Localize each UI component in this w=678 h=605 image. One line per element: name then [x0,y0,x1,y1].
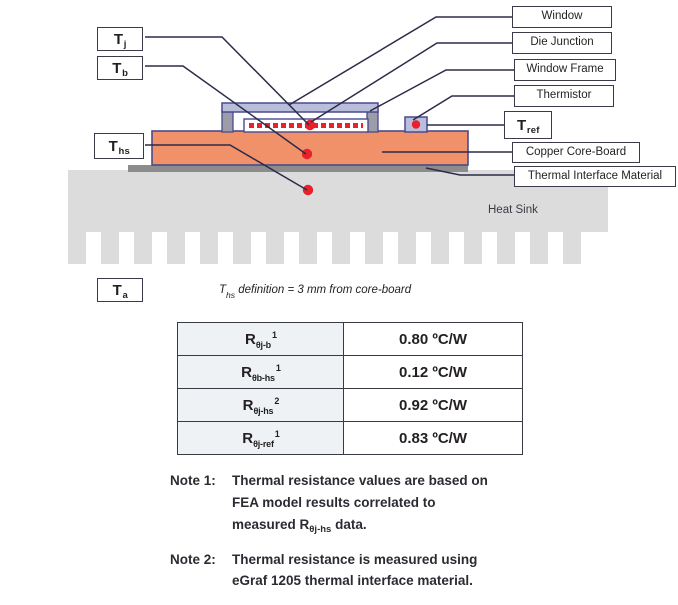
heat-sink-fins [68,232,581,264]
copper-core-board-layer [151,130,469,166]
note-1-line-3-sub: θj-hs [309,523,332,535]
callout-window-frame: Window Frame [514,59,616,81]
row1-superscript: 1 [275,362,281,373]
label-ta-sub: a [122,289,128,301]
leader-window [288,16,512,106]
leader-tb [145,65,307,155]
note-1-line-2: FEA model results correlated to [232,494,436,510]
callout-thermistor: Thermistor [514,85,614,107]
note-1: Note 1: Thermal resistance values are ba… [170,470,600,536]
callout-thermal-interface-material-label: Thermal Interface Material [527,169,663,182]
row0-subscript: θj-b [255,339,271,350]
row3-subscript: θj-ref [253,438,274,449]
probe-dot-heatsink [302,184,314,196]
row2-subscript: θj-hs [253,405,274,416]
caption-prefix: T [219,284,227,296]
row1-value: 0.12 ºC/W [399,363,467,381]
table-row: Rθj-b1 0.80 ºC/W [177,322,523,356]
label-ta: Ta [97,278,143,302]
table-row: Rθj-ref1 0.83 ºC/W [177,421,523,455]
caption-rest: definition = 3 mm from core-board [235,284,412,296]
note-2: Note 2: Thermal resistance is measured u… [170,549,600,593]
table-row: Rθb-hs1 0.12 ºC/W [177,355,523,389]
callout-thermistor-label: Thermistor [536,89,592,102]
table-cell-parameter: Rθb-hs1 [177,355,344,389]
table-cell-parameter: Rθj-hs2 [177,388,344,422]
note-1-tag: Note 1: [170,473,216,488]
leader-thermistor [412,95,514,121]
thermal-interface-material-layer [128,165,468,172]
note-2-body: Thermal resistance is measured using eGr… [232,549,477,593]
row0-symbol: R [245,330,256,348]
leader-die [310,42,512,123]
callout-leader-lines [288,16,514,176]
heat-sink-label-text: Heat Sink [488,204,538,216]
ths-definition-caption: Ths definition = 3 mm from core-board [219,284,412,301]
note-1-line-3: measured Rθj-hs data. [232,514,488,536]
leader-tj [145,36,310,126]
callout-die-junction: Die Junction [512,32,612,54]
label-ths-sub: hs [118,145,130,157]
leader-tim [425,167,514,176]
callout-copper-core-board: Copper Core-Board [512,142,640,163]
row3-value: 0.83 ºC/W [399,429,467,447]
leader-frame [369,69,514,112]
row2-superscript: 2 [274,395,280,406]
row1-symbol: R [241,363,252,381]
table-cell-parameter: Rθj-ref1 [177,421,344,455]
label-ths-text: Ths [108,137,130,157]
label-ta-text: Ta [112,281,128,301]
note-1-line-1: Thermal resistance values are based on [232,473,488,488]
note-1-body: Thermal resistance values are based on F… [232,470,488,536]
probe-dot-board [301,148,313,160]
callout-window-label: Window [541,10,583,23]
row3-symbol: R [242,429,254,447]
label-tref: Tref [504,111,552,139]
note-2-tag: Note 2: [170,551,216,567]
note-2-line-1: Thermal resistance is measured using [232,551,478,567]
row3-superscript: 1 [274,428,280,439]
heat-sink-label: Heat Sink [488,204,538,216]
label-tj-sub: j [123,38,127,50]
label-tj-text: Tj [113,30,127,50]
label-tref-sub: ref [526,124,540,136]
leader-ths [145,144,308,191]
callout-thermal-interface-material: Thermal Interface Material [514,166,676,187]
table-row: Rθj-hs2 0.92 ºC/W [177,388,523,422]
table-cell-parameter: Rθj-b1 [177,322,344,356]
row0-superscript: 1 [271,329,277,340]
label-ths: Ths [94,133,144,159]
row1-subscript: θb-hs [251,372,275,383]
label-tb-text: Tb [112,59,129,79]
caption-sub: hs [226,290,236,301]
table-cell-value: 0.12 ºC/W [343,355,523,389]
row0-value: 0.80 ºC/W [399,330,467,348]
label-tb: Tb [97,56,143,80]
note-2-line-2: eGraf 1205 thermal interface material. [232,573,473,589]
callout-window: Window [512,6,612,28]
callout-copper-core-board-label: Copper Core-Board [525,145,627,158]
thermistor-group [404,116,428,133]
table-cell-value: 0.92 ºC/W [343,388,523,422]
row2-value: 0.92 ºC/W [399,396,467,414]
note-1-line-3-pre: measured R [232,516,310,532]
temperature-leader-lines [145,36,310,191]
table-cell-value: 0.80 ºC/W [343,322,523,356]
notes-block: Note 1: Thermal resistance values are ba… [170,470,600,605]
label-tb-sub: b [122,67,129,79]
row2-symbol: R [242,396,254,414]
diagram-canvas: Tj Tb Ths Ta Window Die Junction Window … [68,6,676,588]
callout-window-frame-label: Window Frame [526,63,604,76]
label-tj: Tj [97,27,143,51]
thermal-resistance-table: Rθj-b1 0.80 ºC/W Rθb-hs1 0.12 ºC/W [177,322,523,455]
table-cell-value: 0.83 ºC/W [343,421,523,455]
callout-die-junction-label: Die Junction [530,36,594,49]
label-tref-text: Tref [516,116,540,136]
note-1-line-3-post: data. [331,516,367,532]
